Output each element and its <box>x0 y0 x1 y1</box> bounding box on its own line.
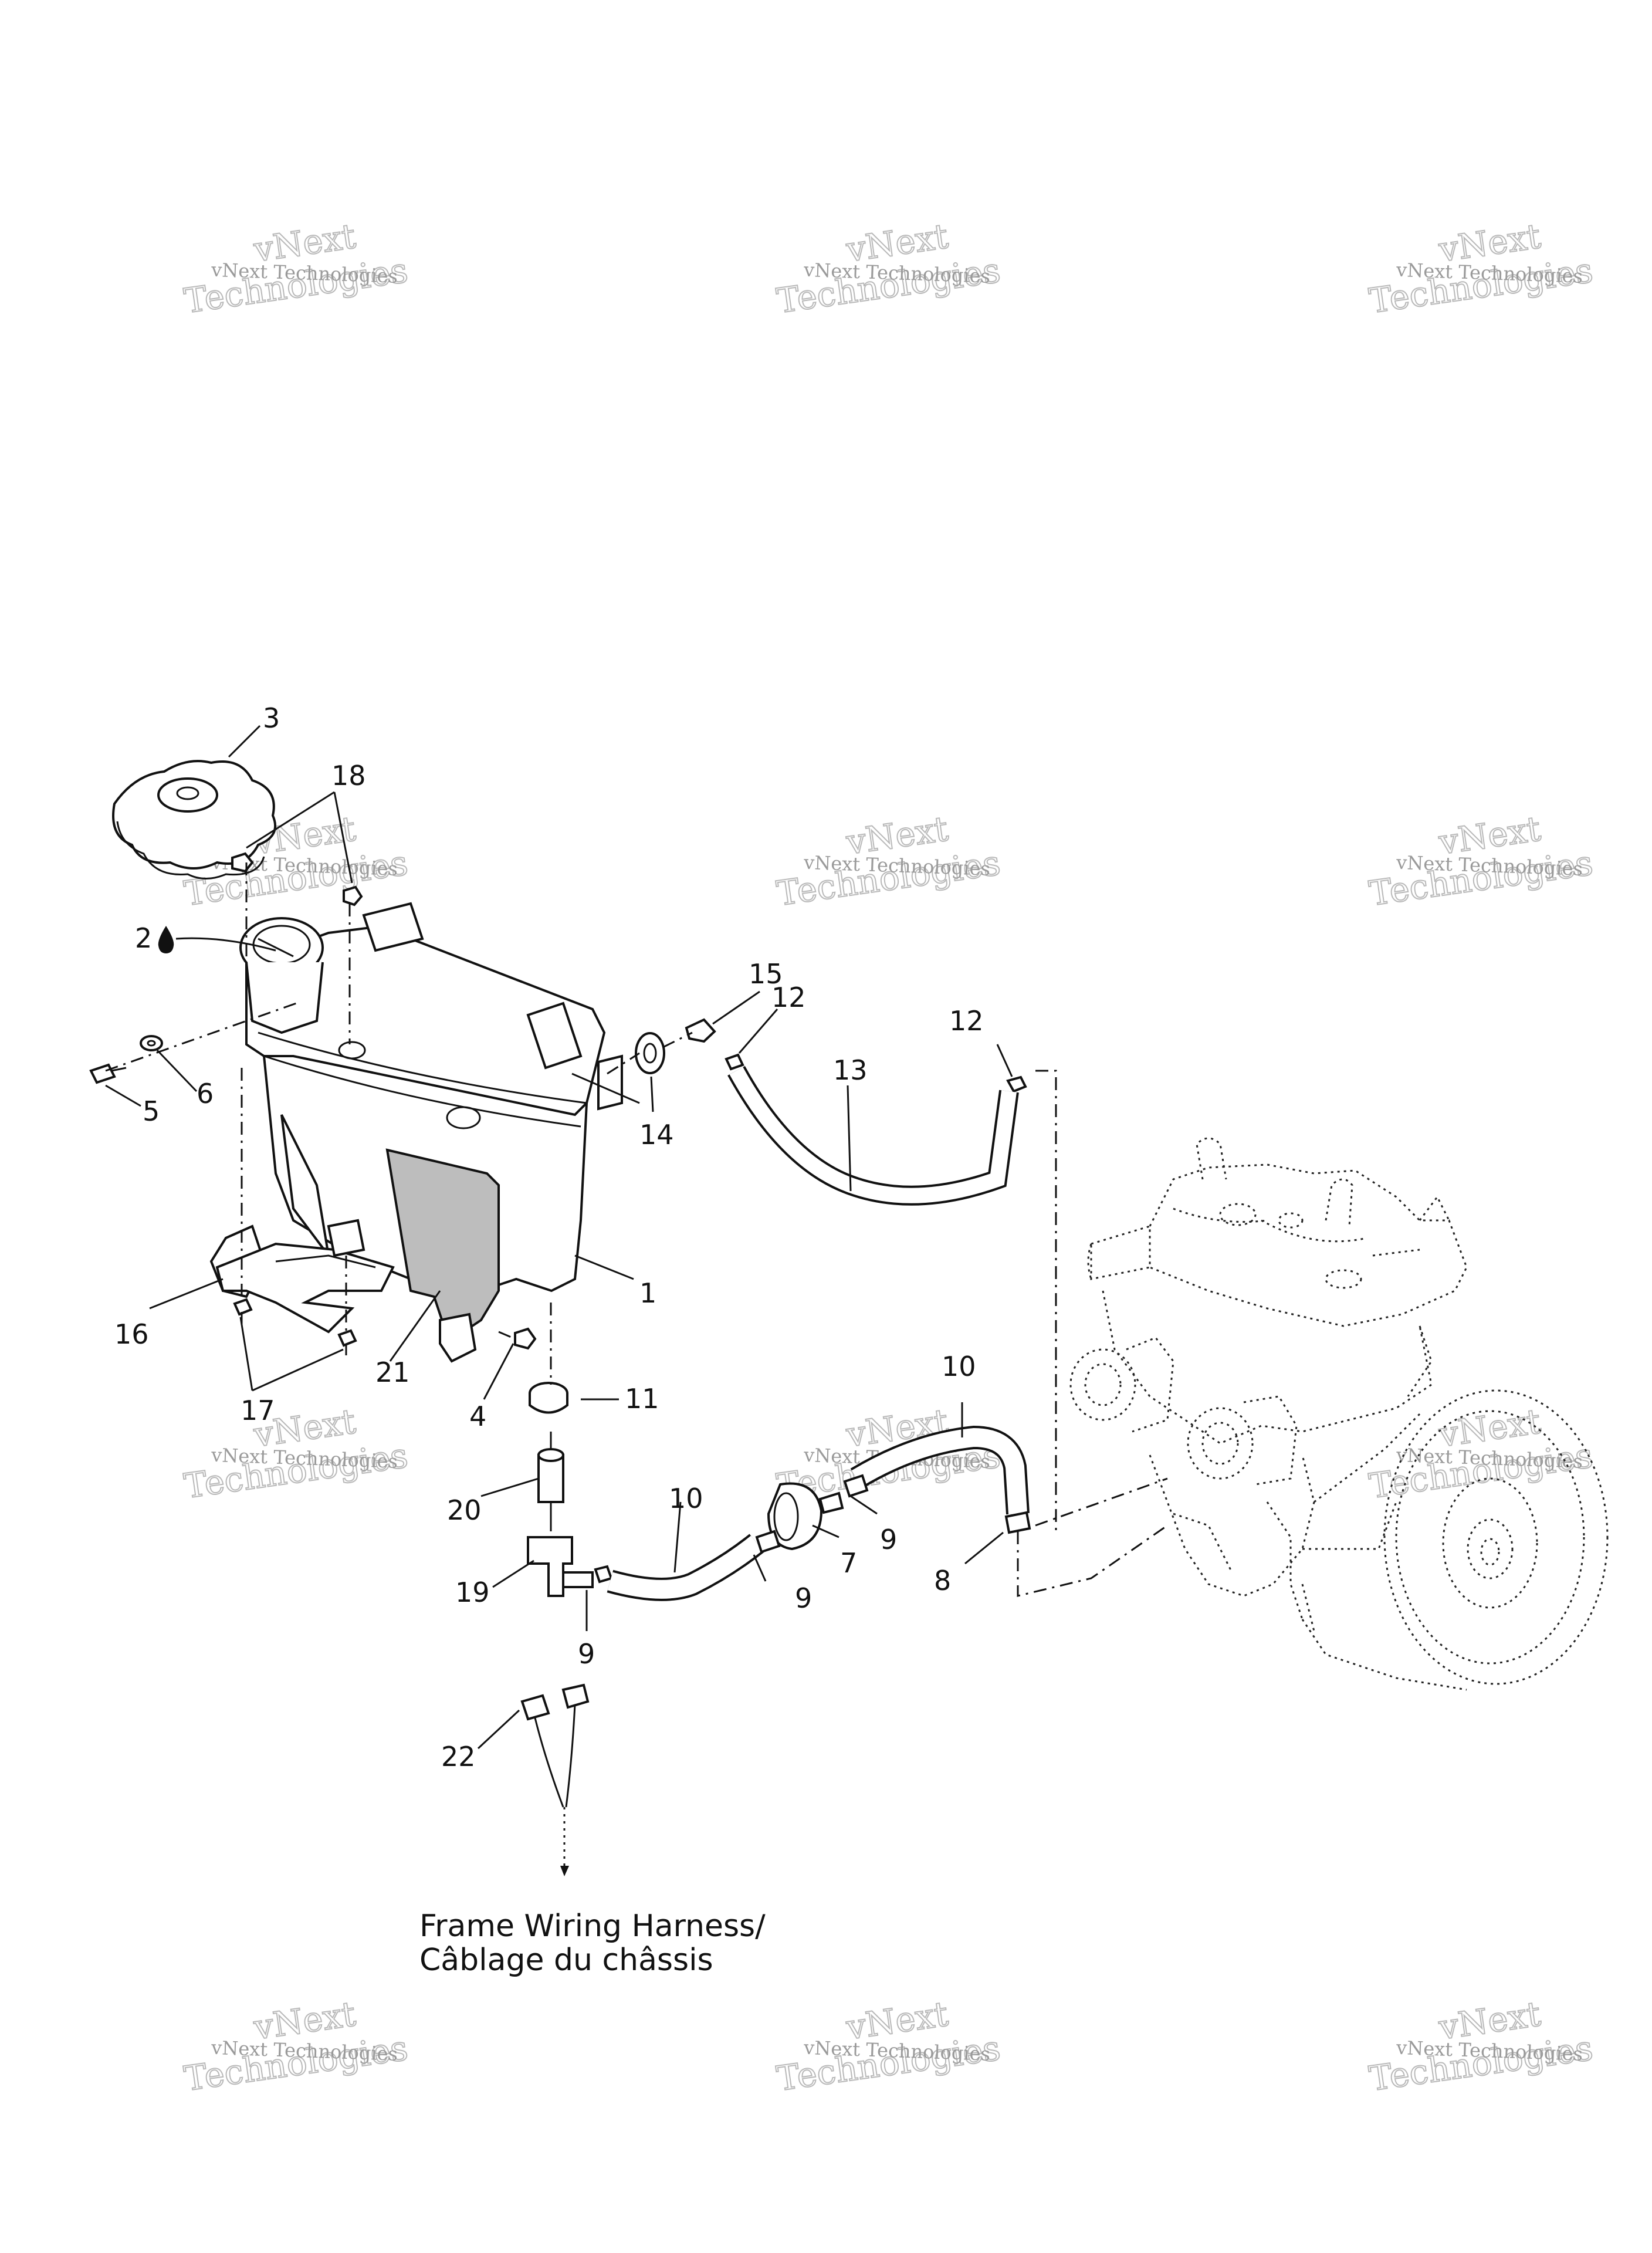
part-hose-13 <box>727 1065 1019 1206</box>
callout-2: 2 <box>135 922 152 954</box>
callout-5: 5 <box>143 1095 160 1127</box>
callout-18: 18 <box>331 760 366 791</box>
callout-13: 13 <box>833 1054 868 1086</box>
callout-labels: 3 18 2 6 5 14 15 12 13 12 1 16 17 21 4 1… <box>114 702 984 1772</box>
part-t-fitting <box>527 1536 613 1597</box>
callout-6: 6 <box>197 1078 214 1109</box>
part-tank-cap <box>112 760 276 879</box>
callout-16: 16 <box>114 1318 149 1350</box>
callout-12b: 12 <box>949 1005 984 1037</box>
callout-9a: 9 <box>880 1524 897 1555</box>
callout-19: 19 <box>455 1577 490 1608</box>
part-filter <box>537 1432 564 1531</box>
callout-1: 1 <box>639 1277 656 1309</box>
callout-11: 11 <box>625 1383 659 1415</box>
caption-harness-en: Frame Wiring Harness/ <box>419 1909 766 1944</box>
oil-drop-icon <box>158 926 174 953</box>
callout-15: 15 <box>749 958 783 990</box>
part-connector <box>520 1683 590 1876</box>
part-pad <box>385 1148 500 1363</box>
callout-8: 8 <box>934 1565 951 1596</box>
part-hardware <box>89 852 1027 1414</box>
callout-10a: 10 <box>669 1483 703 1514</box>
part-hose-10-lower <box>607 1534 764 1601</box>
callout-9c: 9 <box>578 1638 595 1670</box>
callout-21: 21 <box>375 1356 410 1388</box>
callout-9b: 9 <box>795 1582 812 1614</box>
callout-20: 20 <box>447 1494 482 1526</box>
assembly-lines <box>105 862 1168 1597</box>
callout-17: 17 <box>241 1395 275 1426</box>
caption-harness-fr: Câblage du châssis <box>419 1943 713 1978</box>
callout-4: 4 <box>469 1400 486 1432</box>
part-hose-10-upper <box>843 1425 1031 1534</box>
callout-12a: 12 <box>771 982 806 1013</box>
part-valve <box>755 1482 844 1554</box>
engine-outline <box>1069 1137 1609 1691</box>
callout-22: 22 <box>441 1741 476 1772</box>
leader-lines <box>105 725 1013 1750</box>
callout-10b: 10 <box>942 1351 976 1382</box>
callout-3: 3 <box>263 702 280 734</box>
part-bracket <box>209 1219 395 1334</box>
callout-7: 7 <box>840 1547 857 1579</box>
callout-14: 14 <box>639 1119 674 1151</box>
